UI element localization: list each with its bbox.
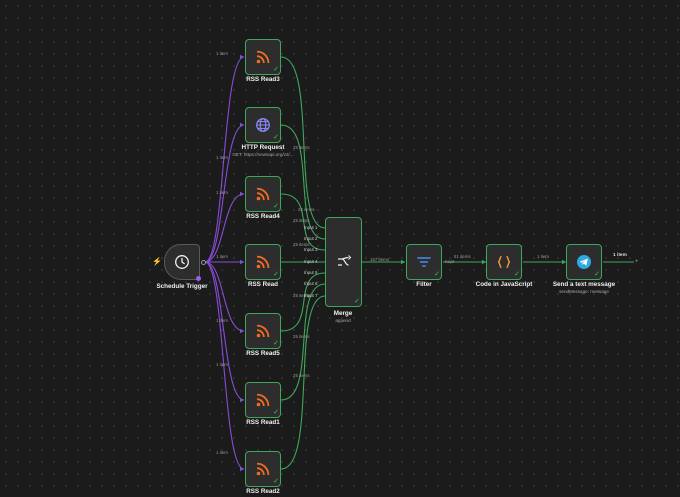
edge-label-filter-code: 51 items [454,254,471,259]
edge-label-read2: 25 items [293,373,310,378]
node-filter[interactable]: ✓ [406,244,442,280]
success-check-icon: ✓ [273,134,279,141]
node-title-rss-read2: RSS Read2 [246,488,280,495]
success-check-icon: ✓ [514,271,520,278]
node-subtitle-merge: append [335,318,351,323]
node-http-request[interactable]: ✓ [245,107,281,143]
edge-read5-merge [280,272,326,332]
edge-label-trigger-read3: 1 item [216,51,228,56]
success-check-icon: ✓ [273,340,279,347]
node-rss-read2[interactable]: ✓ [245,451,281,487]
node-rss-read1[interactable]: ✓ [245,382,281,418]
edge-label-trigger-read1: 1 item [216,362,228,367]
node-telegram-send-message[interactable]: ✓ [566,244,602,280]
node-title-telegram: Send a text message [552,281,616,288]
rss-icon [256,462,270,476]
node-title-merge: Merge [333,310,353,317]
node-title-rss-read1: RSS Read1 [246,419,280,426]
edge-label-trigger-read: 1 item [216,254,228,259]
node-title-http-request: HTTP Request [241,144,285,151]
node-rss-read4[interactable]: ✓ [245,176,281,212]
edge-label-trigger-http: 1 item [216,155,228,160]
edge-label-read: 25 items [293,242,310,247]
node-title-rss-read3: RSS Read3 [246,76,280,83]
edge-read3-merge [280,56,326,229]
edge-label-read5: 25 items [293,293,310,298]
edge-trigger-http [204,124,245,263]
node-merge[interactable]: ✓ [325,217,362,307]
merge-icon [337,255,351,266]
edge-label-code-telegram: 1 item [537,254,549,259]
edge-read2-merge [280,295,326,470]
rss-icon [256,187,270,201]
add-node-plus-icon[interactable]: + [635,259,639,265]
code-braces-icon [497,255,511,269]
merge-input-label: Input 2 [304,236,318,241]
node-rss-read5[interactable]: ✓ [245,313,281,349]
edge-label-merge-filter: 157 items [370,257,390,262]
edge-label-trigger-read4: 1 item [216,190,228,195]
edge-trigger-read5 [204,261,245,332]
globe-icon [256,118,270,132]
edge-trigger-read3 [204,56,245,263]
edge-label-filter-kept: Kept [445,259,455,264]
edge-http-merge [280,124,326,240]
success-check-icon: ✓ [354,298,360,305]
node-title-schedule-trigger: Schedule Trigger [156,283,208,290]
success-check-icon: ✓ [594,271,600,278]
success-check-icon: ✓ [273,203,279,210]
edge-label-telegram-out: 1 item [613,253,627,258]
success-check-icon: ✓ [273,409,279,416]
node-title-rss-read: RSS Read [247,281,279,288]
node-rss-read[interactable]: ✓ [245,244,281,280]
success-check-icon: ✓ [273,66,279,73]
node-subtitle-http-request: GET: https://newsapi.org/v2/... [232,152,294,157]
telegram-icon [577,255,591,269]
merge-input-label: Input 1 [304,225,318,230]
edge-read1-merge [280,283,326,401]
node-schedule-trigger[interactable] [164,244,201,281]
node-code-javascript[interactable]: ✓ [486,244,522,280]
rss-icon [256,50,270,64]
pinned-indicator [196,276,201,281]
edge-label-read1: 25 items [293,334,310,339]
merge-input-label: Input 6 [304,281,318,286]
rss-icon [256,324,270,338]
success-check-icon: ✓ [273,478,279,485]
trigger-output-handle[interactable] [201,259,206,265]
node-title-rss-read4: RSS Read4 [246,213,280,220]
edge-read4-merge [280,193,326,251]
edge-trigger-read4 [204,193,245,263]
edge-label-trigger-read5: 1 item [216,318,228,323]
node-title-filter: Filter [416,281,432,288]
node-title-rss-read5: RSS Read5 [246,350,280,357]
edge-label-trigger-read2: 1 item [216,450,228,455]
edge-label-read4: 25 items [293,218,310,223]
rss-icon [256,255,270,269]
edge-label-read3: 25 items [293,145,310,150]
merge-input-label: Input 5 [304,270,318,275]
edge-trigger-read2 [204,261,245,470]
node-rss-read3[interactable]: ✓ [245,39,281,75]
merge-input-label: Input 4 [304,259,318,264]
trigger-bolt-icon: ⚡ [152,257,162,266]
clock-icon [175,255,189,269]
rss-icon [256,393,270,407]
node-title-code: Code in JavaScript [475,281,533,288]
merge-input-label: Input 3 [304,247,318,252]
success-check-icon: ✓ [434,271,440,278]
edge-trigger-read1 [204,261,245,401]
filter-icon [417,257,431,267]
merge-input-label: Input 7 [304,293,318,298]
edge-label-http: 25 items [298,207,315,212]
success-check-icon: ✓ [273,271,279,278]
node-subtitle-telegram: sendMessage: message [559,289,609,294]
